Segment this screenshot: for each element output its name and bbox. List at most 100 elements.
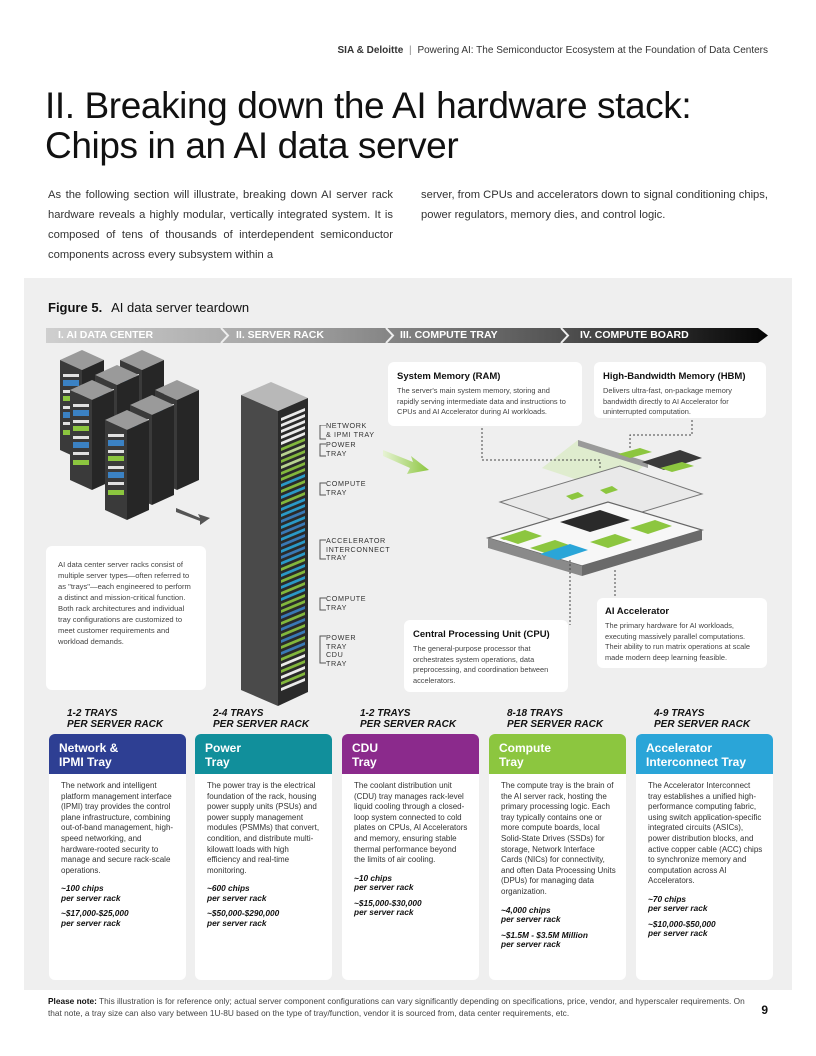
header-brand: SIA & Deloitte [337,45,404,56]
server-rack-illustration [241,382,308,706]
footer-text: This illustration is for reference only;… [48,996,745,1018]
rack-tray-stripe [281,594,305,607]
rack-tray-stripe [281,498,305,511]
rack-tray-stripe [281,504,305,517]
callout-ram-text: The server's main system memory, storing… [397,386,566,416]
stage-arrow-bar: I. AI DATA CENTER II. SERVER RACK III. C… [46,328,768,343]
header-separator: | [409,45,412,56]
stage-server-rack: II. SERVER RACK [236,329,324,341]
rack-tray-stripe [281,492,305,505]
page-title: II. Breaking down the AI hardware stack:… [45,86,765,166]
rack-tray-stripe [281,618,305,631]
page-number: 9 [761,1003,768,1017]
rack-tray-stripe [281,438,305,451]
rack-tray-stripe [281,612,305,625]
rack-tray-stripe [281,540,305,553]
rack-tray-stripe [281,678,305,691]
rack-tray-stripe [281,408,305,421]
rack-tray-stripe [281,522,305,535]
callout-hbm-text: Delivers ultra-fast, on-package memory b… [603,386,732,416]
rack-tray-stripe [281,516,305,529]
tray-card-body: The power tray is the electrical foundat… [195,774,332,980]
rack-tray-stripe [281,444,305,457]
rack-tray-stripe [281,486,305,499]
rack-tray-stripe [281,588,305,601]
callout-system-memory: System Memory (RAM) The server's main sy… [388,362,582,426]
callout-hbm-title: High-Bandwidth Memory (HBM) [603,371,746,382]
figure-caption: AI data server teardown [111,300,250,315]
callout-accel-text: The primary hardware for AI workloads, e… [605,621,751,662]
tray-card-body: The Accelerator Interconnect tray establ… [636,774,773,980]
tray-description: The coolant distribution unit (CDU) tray… [354,781,468,865]
title-line-1: II. Breaking down the AI hardware stack: [45,85,692,126]
zoom-arrow-icon [383,450,429,474]
running-header: SIA & Deloitte | Powering AI: The Semico… [338,45,768,56]
rack-tray-stripe [281,624,305,637]
rack-tray-stripe [281,420,305,433]
compute-board-illustration [485,440,705,576]
rack-tray-stripe [281,552,305,565]
tray-label-brackets [319,425,326,664]
title-line-2: Chips in an AI data server [45,125,459,166]
footer-note: Please note: This illustration is for re… [48,995,748,1019]
rack-tray-stripe [281,582,305,595]
rack-tray-stripe [281,414,305,427]
stage-ai-data-center: I. AI DATA CENTER [58,329,154,341]
rack-tray-stripe [281,426,305,439]
rack-tray-stripe [281,654,305,667]
rack-note-box: AI data center server racks consist of m… [46,546,206,690]
stage-arrow-graphic [46,328,768,343]
rack-tray-stripe [281,606,305,619]
intro-paragraph-right: server, from CPUs and accelerators down … [421,189,768,221]
rack-tray-stripe [281,432,305,445]
data-center-racks-illustration [60,350,210,525]
rack-tray-stripe [281,558,305,571]
rack-tray-stripe [281,648,305,661]
rack-tray-stripe [281,468,305,481]
rack-tray-stripe [281,642,305,655]
figure-title: Figure 5. AI data server teardown [48,300,249,315]
footer-label: Please note: [48,996,97,1006]
rack-tray-stripe [281,450,305,463]
callout-ram-title: System Memory (RAM) [397,371,501,382]
rack-tray-stripe [281,510,305,523]
callout-cpu-title: Central Processing Unit (CPU) [413,629,550,640]
tray-card-body: The compute tray is the brain of the AI … [489,774,626,980]
callout-hbm: High-Bandwidth Memory (HBM) Delivers ult… [594,362,766,418]
tray-card-body: The network and intelligent platform man… [49,774,186,980]
rack-tray-stripe [281,456,305,469]
rack-tray-stripe [281,636,305,649]
rack-tray-stripe [281,528,305,541]
rack-tray-stripe [281,600,305,613]
tray-description: The compute tray is the brain of the AI … [501,781,616,896]
rack-tray-stripe [281,672,305,685]
stage-compute-tray: III. COMPUTE TRAY [400,329,498,341]
rack-tray-stripe [281,474,305,487]
rack-tray-stripe [281,666,305,679]
callout-ai-accelerator: AI Accelerator The primary hardware for … [597,598,767,668]
rack-tray-stripe [281,462,305,475]
label-network-ipmi-tray: NETWORK& IPMI TRAY [326,421,375,439]
